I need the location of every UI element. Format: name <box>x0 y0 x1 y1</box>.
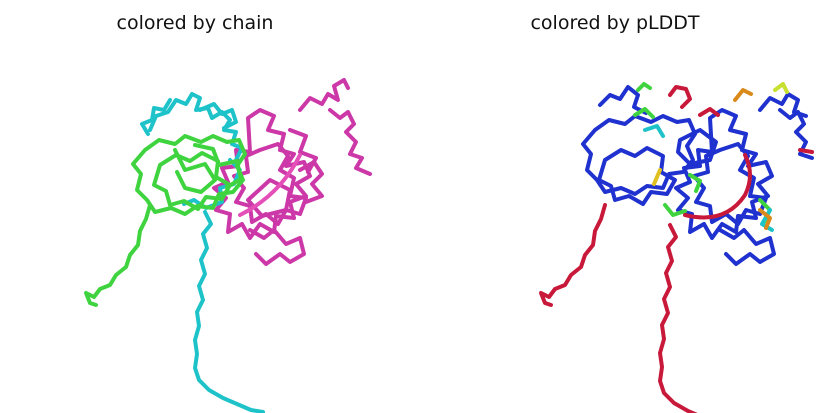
protein-structure-chain <box>84 78 372 413</box>
chain-c-helix <box>238 153 302 217</box>
plddt-very-low-trace <box>539 85 814 413</box>
plddt-mixed-accents <box>633 82 789 232</box>
panel-title: colored by chain <box>116 12 274 34</box>
panel-colored-by-chain: colored by chain <box>84 12 372 413</box>
chain-b-trace <box>84 134 247 307</box>
protein-structure-plddt <box>539 82 814 413</box>
panel-colored-by-plddt: colored by pLDDT <box>420 0 840 413</box>
plddt-very-high-trace <box>581 85 814 266</box>
panel-title: colored by pLDDT <box>530 12 700 34</box>
chain-c-trace <box>212 78 372 266</box>
